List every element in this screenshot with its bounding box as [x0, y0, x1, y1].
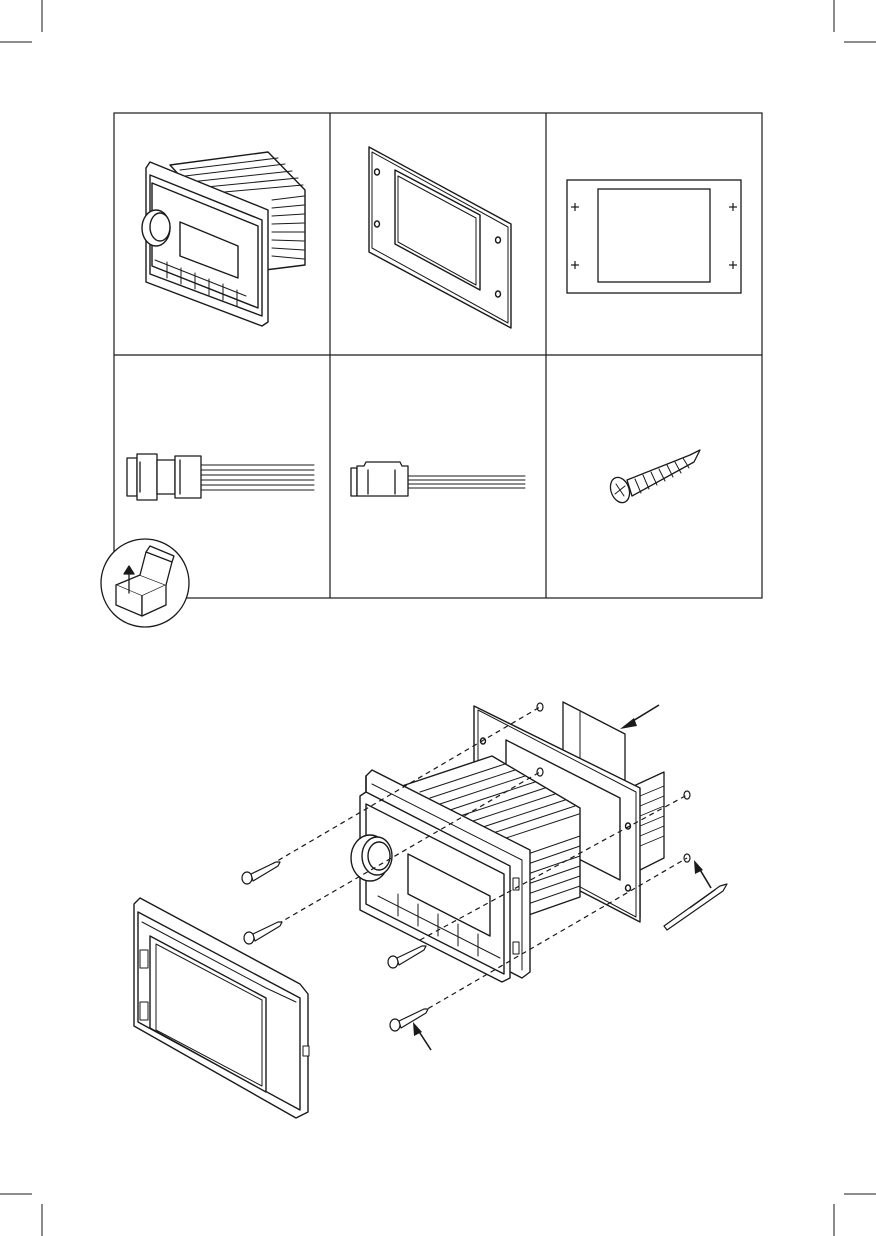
template-icon — [567, 180, 741, 293]
screw-3 — [388, 946, 426, 968]
head-unit — [351, 756, 580, 982]
screw-4 — [390, 1009, 428, 1031]
antenna-cable-icon — [351, 462, 525, 496]
screw-icon — [607, 450, 700, 505]
drill-bit — [664, 884, 727, 930]
head-unit-icon — [142, 152, 305, 326]
front-cover — [134, 898, 309, 1118]
screw-2 — [244, 922, 282, 944]
bezel-plate-icon — [369, 147, 511, 328]
screw-arrow — [413, 1022, 431, 1050]
main-harness-icon — [127, 454, 314, 500]
open-box-icon — [101, 539, 189, 627]
screw-1 — [242, 862, 280, 884]
panel-cutout-arrow — [620, 705, 659, 729]
drill-arrow — [694, 860, 711, 888]
